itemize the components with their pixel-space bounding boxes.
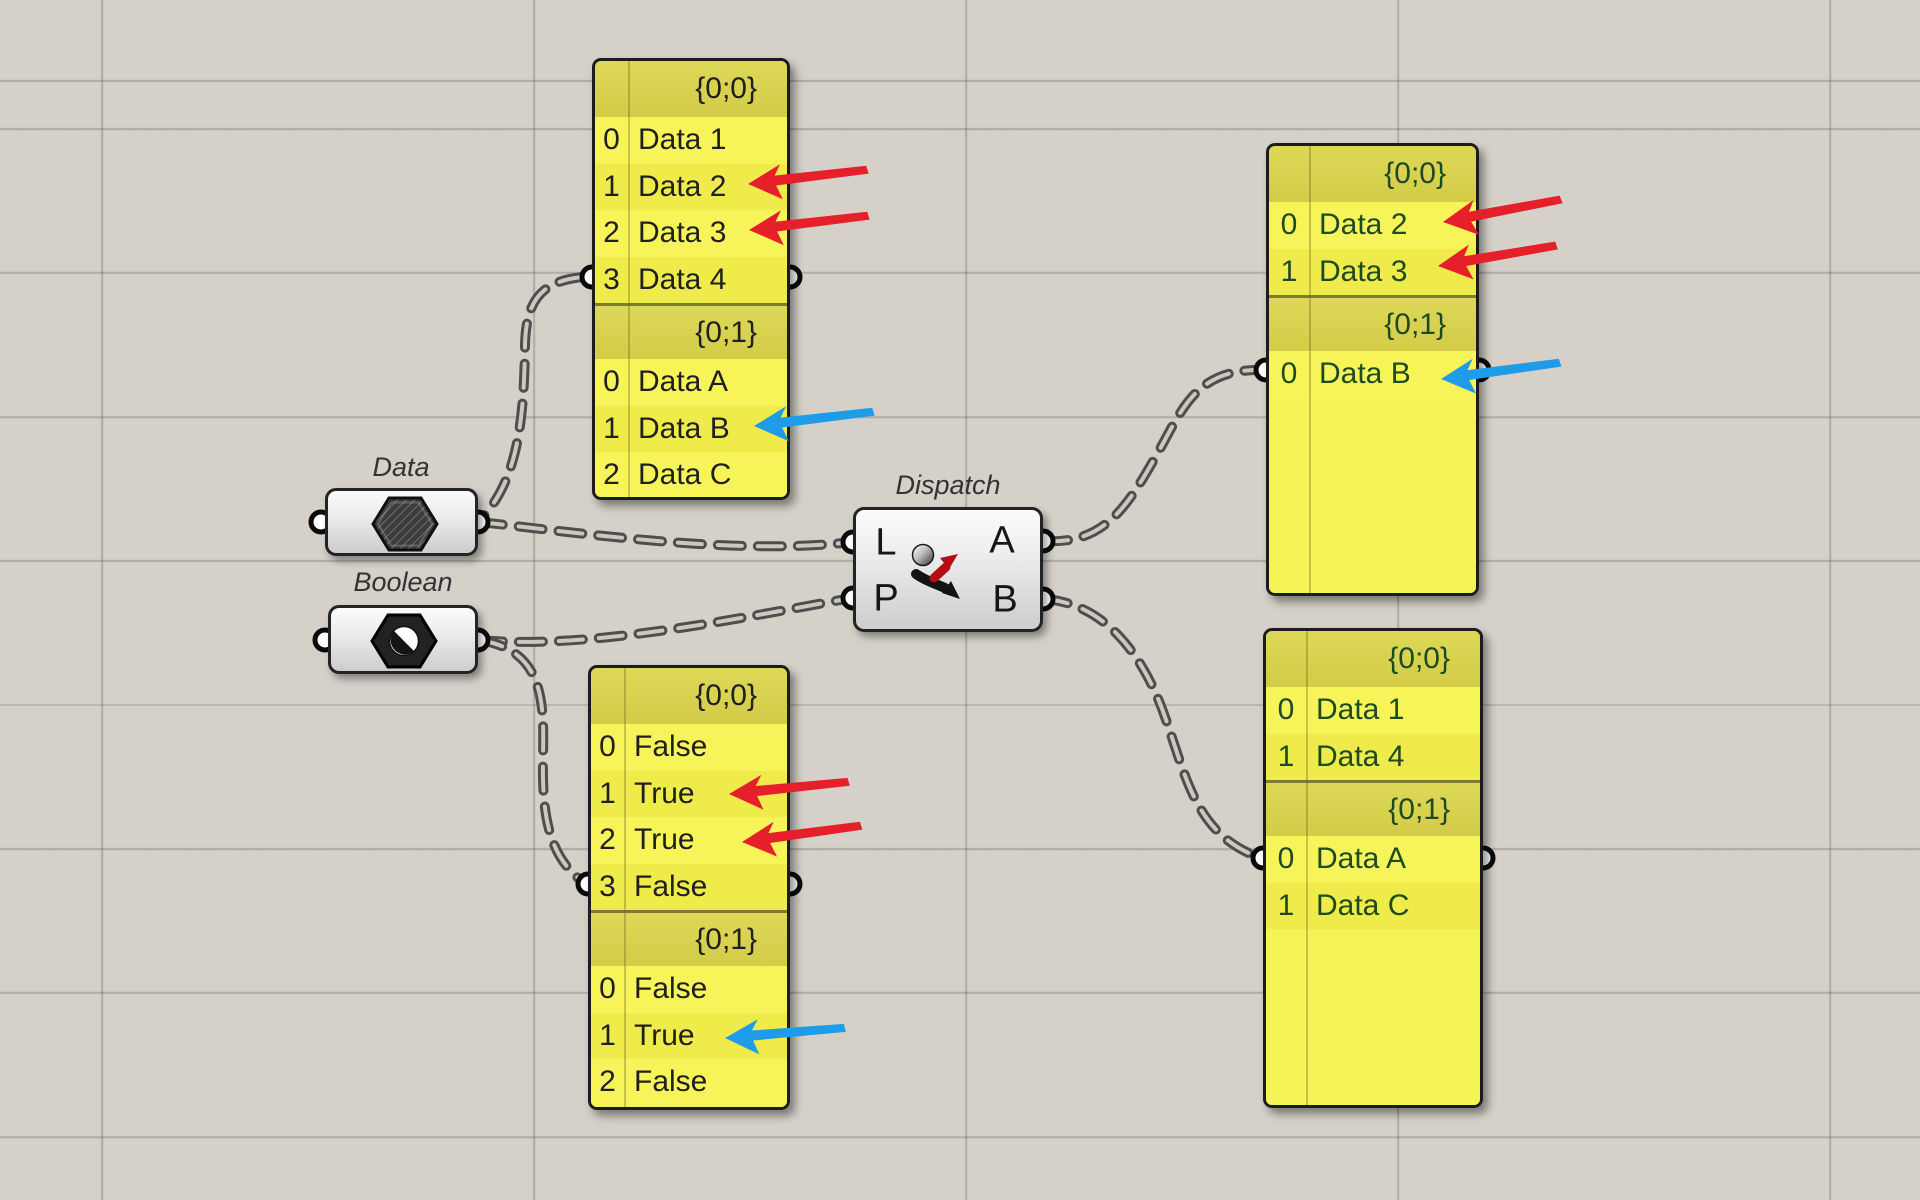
dispatch-input-P[interactable]: P: [873, 577, 899, 620]
boolean-param-component[interactable]: [328, 605, 478, 674]
dispatch-input-L[interactable]: L: [875, 521, 897, 564]
panel-row: 3 Data 4: [595, 256, 787, 303]
wire-data-to-top-left-panel[interactable]: [474, 272, 588, 526]
tree-branch-header: {0;0}: [591, 668, 787, 724]
wire-boolean-to-bottom-left-panel[interactable]: [474, 635, 591, 889]
panel-empty-area: [1266, 929, 1480, 1105]
hexagon-hatched-icon: [371, 496, 439, 552]
tree-branch-header: {0;1}: [595, 303, 787, 359]
tree-branch-header: {0;0}: [595, 61, 787, 117]
panel-row: 1 Data B: [595, 405, 787, 452]
panel-empty-area: [591, 1105, 787, 1107]
panel-row: 1 Data 3: [1269, 248, 1476, 295]
panel-row: 1 True: [591, 770, 787, 817]
panel-row: 0 Data A: [595, 359, 787, 406]
dispatch-component[interactable]: L P A B: [853, 507, 1043, 632]
panel-row: 0 Data 1: [595, 117, 787, 164]
boolean-param-label: Boolean: [353, 567, 453, 597]
panel-row: 1 True: [591, 1012, 787, 1059]
tree-branch-header: {0;1}: [1269, 295, 1476, 351]
tree-branch-header: {0;1}: [1266, 780, 1480, 836]
tree-path: {0;1}: [1388, 792, 1450, 826]
panel-row: 0 Data 2: [1269, 202, 1476, 249]
panel-row: 2 Data C: [595, 452, 787, 497]
dispatch-label: Dispatch: [895, 470, 1001, 500]
data-param-component[interactable]: [325, 488, 478, 556]
dispatch-split-arrows-icon: [911, 543, 960, 599]
tree-path: {0;0}: [1384, 157, 1446, 190]
tree-path: {0;1}: [1384, 307, 1446, 341]
tree-path: {0;1}: [695, 315, 757, 349]
tree-path: {0;0}: [1388, 642, 1450, 675]
panel-row: 0 False: [591, 966, 787, 1013]
wire-dispatch-B-to-bottom-right-panel[interactable]: [1039, 594, 1266, 863]
data-param-label: Data: [372, 452, 430, 482]
panel-row: 0 Data A: [1266, 836, 1480, 883]
dispatch-output-B[interactable]: B: [992, 578, 1018, 621]
panel-row: 2 False: [591, 1059, 787, 1106]
panel-row: 1 Data 2: [595, 163, 787, 210]
wire-dispatch-A-to-top-right-panel[interactable]: [1039, 364, 1269, 547]
wire-data-to-dispatch-L[interactable]: [474, 517, 857, 552]
tree-path: {0;0}: [695, 72, 757, 105]
panel-top-right[interactable]: {0;0} 0 Data 2 1 Data 3 {0;1} 0 Data B: [1266, 143, 1479, 596]
tree-branch-header: {0;1}: [591, 910, 787, 966]
panel-row: 3 False: [591, 863, 787, 910]
panel-row: 0 Data B: [1269, 351, 1476, 398]
tree-branch-header: {0;0}: [1269, 146, 1476, 202]
panel-row: 1 Data C: [1266, 882, 1480, 929]
panel-row: 2 Data 3: [595, 210, 787, 257]
panel-row: 2 True: [591, 817, 787, 864]
panel-row: 0 False: [591, 724, 787, 771]
tree-branch-header: {0;0}: [1266, 631, 1480, 687]
tree-path: {0;0}: [695, 679, 757, 712]
panel-row: 1 Data 4: [1266, 733, 1480, 780]
panel-top-left[interactable]: {0;0} 0 Data 1 1 Data 2 2 Data 3 3 Data …: [592, 58, 790, 500]
panel-bottom-left[interactable]: {0;0} 0 False 1 True 2 True 3 False {0;1…: [588, 665, 790, 1110]
wire-boolean-to-dispatch-P[interactable]: [474, 593, 857, 647]
panel-empty-area: [1269, 397, 1476, 593]
hexagon-boolean-icon: [370, 613, 438, 669]
tree-path: {0;1}: [695, 922, 757, 956]
panel-bottom-right[interactable]: {0;0} 0 Data 1 1 Data 4 {0;1} 0 Data A 1…: [1263, 628, 1483, 1108]
panel-row: 0 Data 1: [1266, 687, 1480, 734]
dispatch-output-A[interactable]: A: [989, 519, 1015, 562]
